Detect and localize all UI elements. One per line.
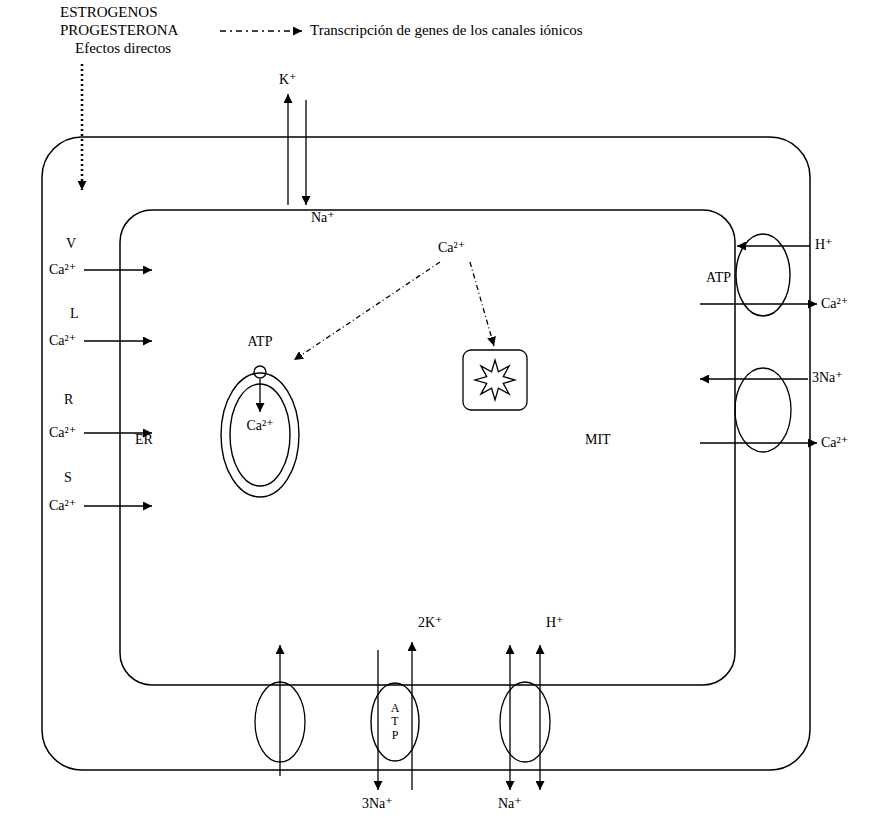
- ion-label: Ca²⁺: [246, 418, 273, 434]
- calcium-path-arrow: [470, 262, 494, 346]
- pump-symbol: ATP: [370, 682, 420, 762]
- channel-type-letter: V: [66, 236, 76, 252]
- exchanger-symbol: [735, 368, 791, 452]
- ion-arrow: [411, 642, 412, 790]
- ion-arrow: [84, 505, 152, 506]
- annotation-text: Transcripción de genes de los canales ió…: [310, 22, 583, 39]
- pump-label: ATP: [248, 334, 273, 350]
- channel-symbol: [255, 682, 305, 762]
- node-outline: [230, 384, 290, 486]
- annotation-text: Efectos directos: [75, 40, 171, 57]
- node-outline: [220, 372, 300, 498]
- ion-arrow: [287, 94, 288, 205]
- outer-membrane: [42, 137, 810, 770]
- pump-symbol: [254, 366, 266, 378]
- ion-label: Ca²⁺: [49, 262, 76, 278]
- channel-type-letter: L: [70, 306, 79, 322]
- ion-arrow: [700, 303, 817, 304]
- ion-arrow: [84, 269, 152, 270]
- ion-label: K⁺: [279, 72, 297, 88]
- ion-label: Ca²⁺: [821, 296, 848, 312]
- ion-label: Ca²⁺: [821, 435, 848, 451]
- ion-label: H⁺: [815, 237, 833, 253]
- channel-type-letter: S: [64, 470, 72, 486]
- ion-label: Ca²⁺: [49, 425, 76, 441]
- hormone-arrow: [220, 30, 302, 31]
- node-outline: [735, 233, 791, 317]
- node-outline: [736, 234, 790, 316]
- endoplasmic-reticulum: ATPCa²⁺: [220, 372, 300, 498]
- ion-arrow: [305, 100, 306, 205]
- mitochondrion: [463, 350, 527, 410]
- organelle-label: ER: [135, 432, 153, 448]
- ion-arrow: [377, 650, 378, 790]
- node-outline: [371, 683, 419, 761]
- ion-arrow: [700, 442, 817, 443]
- ion-label: 3Na⁺: [812, 370, 843, 386]
- pump-label: ATP: [389, 702, 401, 742]
- inner-membrane: [120, 210, 735, 685]
- hormone-name: ESTROGENOS: [60, 4, 158, 21]
- mitochondrion-star: [475, 360, 515, 400]
- ion-label: Na⁺: [498, 796, 522, 812]
- ion-arrow: [539, 645, 540, 790]
- hormone-name: PROGESTERONA: [60, 22, 178, 39]
- ion-arrow: [737, 245, 810, 246]
- exchanger-symbol: [500, 682, 550, 762]
- direct-effect-arrow: [81, 64, 84, 190]
- ion-arrow: [509, 645, 510, 790]
- ion-label: Ca²⁺: [49, 333, 76, 349]
- ion-label: 3Na⁺: [362, 796, 393, 812]
- ion-label: Na⁺: [311, 210, 335, 226]
- pump-symbol: ATP: [735, 233, 791, 317]
- pump-label: ATP: [706, 270, 731, 286]
- organelle-label: MIT: [585, 432, 611, 448]
- node-outline: [221, 373, 299, 497]
- ion-label: Ca²⁺: [49, 498, 76, 514]
- ion-arrow: [279, 645, 280, 776]
- ion-label: Ca²⁺: [438, 240, 465, 256]
- channel-type-letter: R: [64, 392, 73, 408]
- ion-arrow: [84, 340, 152, 341]
- ion-label: 2K⁺: [418, 615, 443, 631]
- ion-label: H⁺: [546, 615, 564, 631]
- calcium-path-arrow: [294, 262, 440, 360]
- ion-arrow: [700, 378, 808, 379]
